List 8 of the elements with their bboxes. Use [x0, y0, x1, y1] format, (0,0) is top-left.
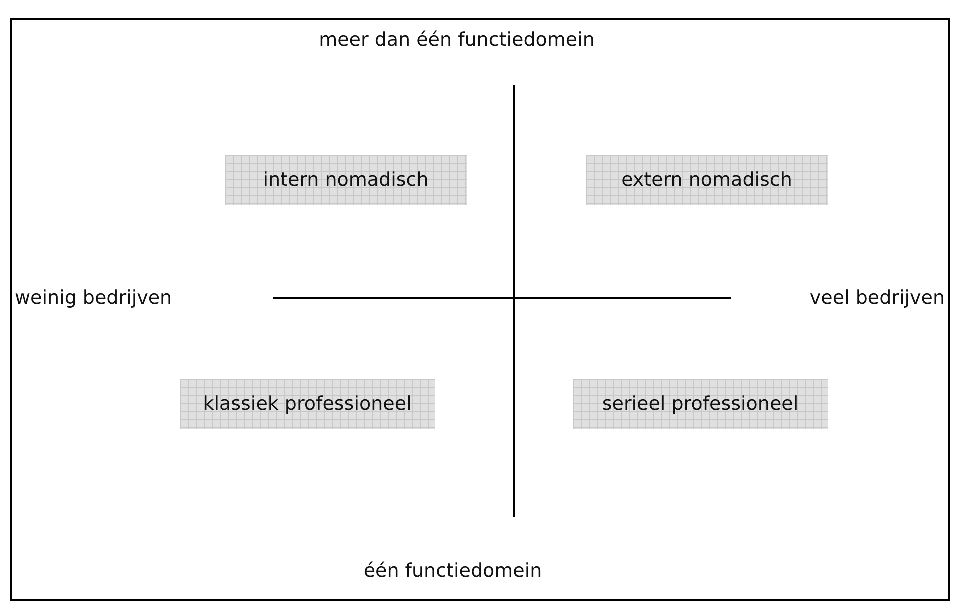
quadrant-box: intern nomadisch [225, 155, 467, 205]
axis-label: één functiedomein [364, 560, 542, 582]
axis-label: meer dan één functiedomein [319, 29, 595, 51]
axis-label: weinig bedrijven [15, 287, 172, 309]
quadrant-box: klassiek professioneel [180, 379, 435, 429]
axis-label: veel bedrijven [810, 287, 945, 309]
quadrant-box: serieel professioneel [573, 379, 828, 429]
quadrant-box: extern nomadisch [586, 155, 828, 205]
